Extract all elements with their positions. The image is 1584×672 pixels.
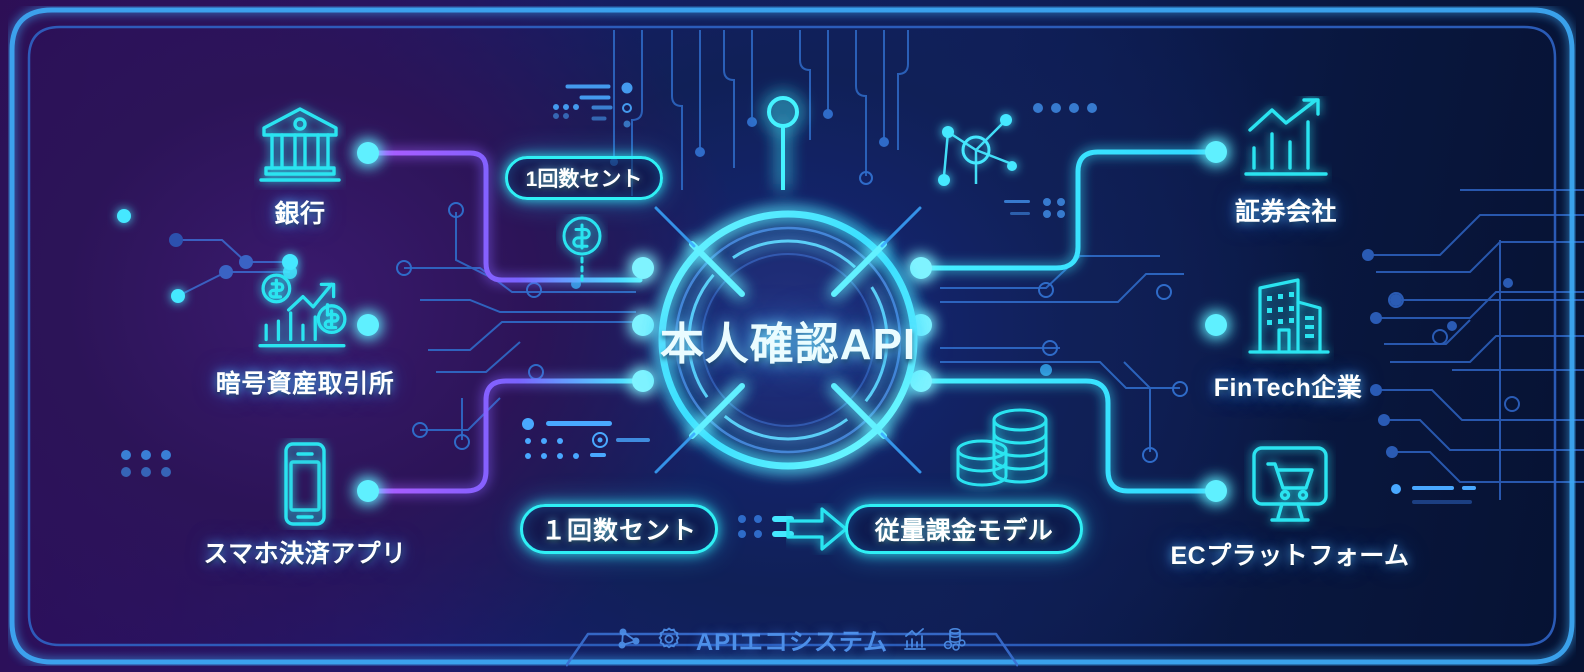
node-label: FinTech企業	[1213, 374, 1363, 402]
node-label: 銀行	[274, 200, 326, 228]
crypto-chart-icon	[258, 273, 347, 348]
central-hub[interactable]: 本人確認API	[608, 190, 968, 490]
hub-title: 本人確認API	[659, 320, 917, 369]
pill-billing-model[interactable]: 従量課金モデル	[845, 504, 1083, 554]
node-crypto-exchange[interactable]: 暗号資産取引所	[200, 268, 410, 400]
frame-outer-border	[9, 7, 1575, 665]
pill-top-cost[interactable]: 1回数セント	[505, 156, 663, 200]
monitor-cart-icon	[1252, 446, 1328, 522]
hub-rings	[654, 206, 922, 474]
pill-cost[interactable]: １回数セント	[520, 504, 718, 554]
network-node-icon	[618, 628, 640, 649]
node-ec-platform[interactable]: ECプラットフォーム	[1160, 440, 1420, 572]
coin-stack-icon	[956, 408, 1048, 487]
node-label: 証券会社	[1234, 198, 1337, 226]
right-arrow-icon	[786, 507, 848, 551]
node-smartphone-payment[interactable]: スマホ決済アプリ	[196, 438, 414, 570]
node-label: スマホ決済アプリ	[203, 540, 407, 568]
dollar-coin-icon	[562, 216, 602, 282]
footer-bar: APIエコシステム	[566, 612, 1018, 666]
node-fintech-company[interactable]: FinTech企業	[1198, 272, 1378, 404]
footer-bracket	[566, 632, 1018, 667]
chart-icon	[904, 628, 927, 650]
office-building-icon	[1248, 278, 1330, 354]
frame-inner-border	[27, 25, 1557, 647]
node-securities-firm[interactable]: 証券会社	[1205, 96, 1367, 228]
gear-icon	[658, 627, 680, 649]
bar-chart-arrow-icon	[1244, 98, 1328, 176]
smartphone-icon	[284, 442, 326, 526]
node-label: 暗号資産取引所	[215, 370, 395, 398]
footer-label: APIエコシステム	[695, 628, 889, 656]
node-label: ECプラットフォーム	[1170, 542, 1410, 570]
database-cluster-icon	[943, 627, 966, 651]
node-bank[interactable]: 銀行	[218, 98, 382, 230]
bank-icon	[259, 107, 341, 182]
